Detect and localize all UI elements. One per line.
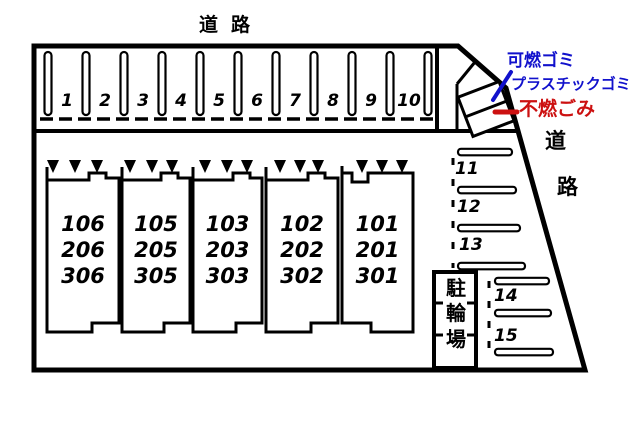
parking-divider [456,147,514,157]
down-triangle-icon [356,160,368,173]
building-unit-2-outline [120,171,192,334]
down-triangle-icon [312,160,324,173]
building-unit-rooms: 102 202 302 [266,211,338,289]
room-number: 105 [134,212,178,236]
bike-shed-outline [432,270,478,370]
parking-space-number: 15 [494,326,518,346]
parking-divider [385,50,395,117]
down-triangle-icon [241,160,253,173]
room-number: 303 [205,264,250,288]
parking-divider [271,50,281,117]
down-triangle-icon [91,160,103,173]
bike-shed-dividers [434,301,476,337]
parking-divider [81,50,91,117]
parking-space-number: 8 [327,91,339,111]
room-number: 205 [134,238,178,262]
parking-right-lines [451,147,527,271]
parking-space-number: 10 [397,91,421,111]
down-triangle-icon [274,160,286,173]
parking-divider [347,50,357,117]
room-number: 306 [61,264,105,288]
room-number: 301 [355,264,400,288]
parking-space-number: 3 [137,91,149,111]
parking-divider [456,185,518,195]
blue-slash-mark [491,70,513,102]
room-number: 106 [61,212,105,236]
down-triangle-icon [69,160,81,173]
bike-shed-label-char: 輪 [446,301,466,325]
garbage-bins [455,79,517,139]
parking-lower-right-lines [487,276,555,357]
room-number: 206 [61,238,105,262]
parking-space-number: 2 [99,91,111,111]
parking-top-dividers [43,50,433,117]
parking-divider [493,308,553,318]
down-triangle-icon [221,160,233,173]
room-number: 202 [280,238,324,262]
parking-divider [493,347,555,357]
room-number: 103 [205,212,250,236]
parking-divider [309,50,319,117]
non-burnable-garbage-label: 不燃ごみ [519,98,596,120]
building-unit-3-outline [191,171,264,334]
property-boundary [31,43,589,373]
garbage-corner [455,61,520,139]
down-triangle-icon [47,160,59,173]
parking-divider [423,50,433,117]
parking-divider [119,50,129,117]
parking-space-number: 1 [61,91,73,111]
down-triangle-icon [146,160,158,173]
parking-space-number: 5 [213,91,225,111]
building-unit-rooms: 101 201 301 [342,211,413,289]
room-number: 201 [355,238,400,262]
room-number: 203 [205,238,250,262]
parking-space-number: 4 [175,91,187,111]
down-triangle-icon [396,160,408,173]
building-unit-5-outline [340,171,415,334]
down-triangle-icon [124,160,136,173]
parking-divider [195,50,205,117]
plastic-garbage-label: プラスチックゴミ [511,75,631,93]
corner-inner-diagonal [455,61,477,85]
room-number: 305 [134,264,178,288]
building-unit-1-outline [45,171,121,334]
bike-shed-label-char: 駐 [446,276,466,300]
down-triangle-icon [376,160,388,173]
parking-space-number: 12 [457,197,481,217]
burnable-garbage-label: 可燃ゴミ [507,51,575,71]
building-outlines [45,166,415,334]
parking-divider [157,50,167,117]
parking-space-number: 7 [289,91,301,111]
parking-space-number: 14 [494,286,518,306]
road-label-right-char: 路 [557,175,578,199]
road-label-top: 道路 [199,14,264,36]
bike-shed-box [432,270,478,370]
building-unit-rooms: 106 206 306 [47,211,119,289]
down-triangle-icon [166,160,178,173]
room-number: 101 [355,212,400,236]
parking-divider [233,50,243,117]
building-left-stubs [45,166,344,180]
parking-divider [43,50,53,117]
building-unit-4-outline [264,171,340,334]
window-markers [47,160,408,173]
parking-space-number: 13 [459,235,483,255]
building-unit-rooms: 103 203 303 [193,211,262,289]
parking-divider [493,276,551,286]
parking-space-number: 6 [251,91,263,111]
parking-space-number: 11 [455,159,479,179]
room-number: 302 [280,264,324,288]
parking-divider [456,223,522,233]
garbage-bin-divider [464,99,508,119]
parking-space-number: 9 [365,91,377,111]
bike-shed-label-char: 場 [446,327,466,351]
down-triangle-icon [294,160,306,173]
down-triangle-icon [199,160,211,173]
room-number: 102 [280,212,324,236]
building-unit-rooms: 105 205 305 [122,211,190,289]
parking-divider [456,261,527,271]
road-label-right-char: 道 [545,129,566,153]
